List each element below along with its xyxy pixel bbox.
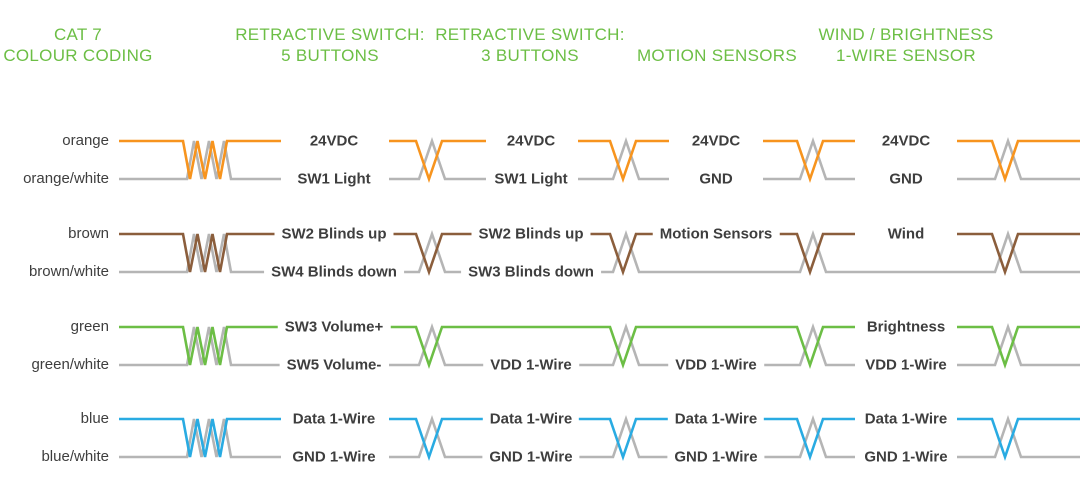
signal-orange-wind-bottom: GND [882,169,930,189]
green-wire [119,325,1080,370]
signal-brown-switch5-bottom: SW4 Blinds down [264,262,404,282]
orange-wire [119,139,1080,184]
signal-green-motion-bottom: VDD 1-Wire [668,355,764,375]
signal-brown-switch5-top: SW2 Blinds up [274,224,394,244]
signal-blue-switch3-bottom: GND 1-Wire [482,447,580,467]
signal-green-wind-bottom: VDD 1-Wire [858,355,954,375]
header-line: 3 BUTTONS [481,46,579,65]
signal-orange-switch3-bottom: SW1 Light [487,169,575,189]
wire-name-brown: brown [68,225,109,242]
signal-orange-switch3-top: 24VDC [499,131,563,151]
wire-name-brown-white: brown/white [28,263,109,280]
wire-name-blue: blue [80,410,109,427]
signal-brown-motion-top: Motion Sensors [652,224,780,244]
header-line: MOTION SENSORS [636,46,798,65]
signal-blue-motion-bottom: GND 1-Wire [667,447,765,467]
wire-name-orange: orange [62,132,109,149]
signal-blue-wind-bottom: GND 1-Wire [857,447,955,467]
signal-orange-motion-bottom: GND [692,169,740,189]
blue-white-wire [119,414,1080,459]
header-line [637,24,797,45]
header-line: RETRACTIVE SWITCH: [435,25,625,44]
signal-blue-switch3-top: Data 1-Wire [482,409,580,429]
signal-brown-switch3-bottom: SW3 Blinds down [461,262,601,282]
signal-orange-motion-top: 24VDC [684,131,748,151]
signal-orange-switch5-top: 24VDC [302,131,366,151]
wire-name-green-white: green/white [31,356,109,373]
brown-wire [119,232,1080,277]
column-header-cat7: CAT 7 COLOUR CODING [3,24,152,66]
header-line: CAT 7 [53,25,103,44]
wire-name-blue-white: blue/white [41,448,109,465]
signal-brown-switch3-top: SW2 Blinds up [471,224,591,244]
header-line: COLOUR CODING [3,46,153,65]
header-line: 1-WIRE SENSOR [836,46,976,65]
signal-green-switch5-top: SW3 Volume+ [277,317,391,337]
header-line: 5 BUTTONS [281,46,379,65]
blue-wire [119,417,1080,462]
signal-brown-wind-top: Wind [880,224,932,244]
column-header-switch5: RETRACTIVE SWITCH: 5 BUTTONS [235,24,425,66]
signal-blue-switch5-bottom: GND 1-Wire [285,447,383,467]
column-header-motion: MOTION SENSORS [637,24,797,66]
orange-white-wire [119,136,1080,181]
header-line: WIND / BRIGHTNESS [818,25,994,44]
green-white-wire [119,322,1080,367]
column-header-wind: WIND / BRIGHTNESS 1-WIRE SENSOR [818,24,993,66]
signal-green-switch3-bottom: VDD 1-Wire [483,355,579,375]
signal-blue-wind-top: Data 1-Wire [857,409,955,429]
signal-orange-switch5-bottom: SW1 Light [290,169,378,189]
header-line: RETRACTIVE SWITCH: [235,25,425,44]
signal-green-switch5-bottom: SW5 Volume- [279,355,389,375]
signal-green-wind-top: Brightness [859,317,953,337]
signal-blue-switch5-top: Data 1-Wire [285,409,383,429]
wire-name-green: green [70,318,109,335]
column-header-switch3: RETRACTIVE SWITCH: 3 BUTTONS [435,24,625,66]
signal-blue-motion-top: Data 1-Wire [667,409,765,429]
signal-orange-wind-top: 24VDC [874,131,938,151]
wire-name-orange-white: orange/white [23,170,109,187]
